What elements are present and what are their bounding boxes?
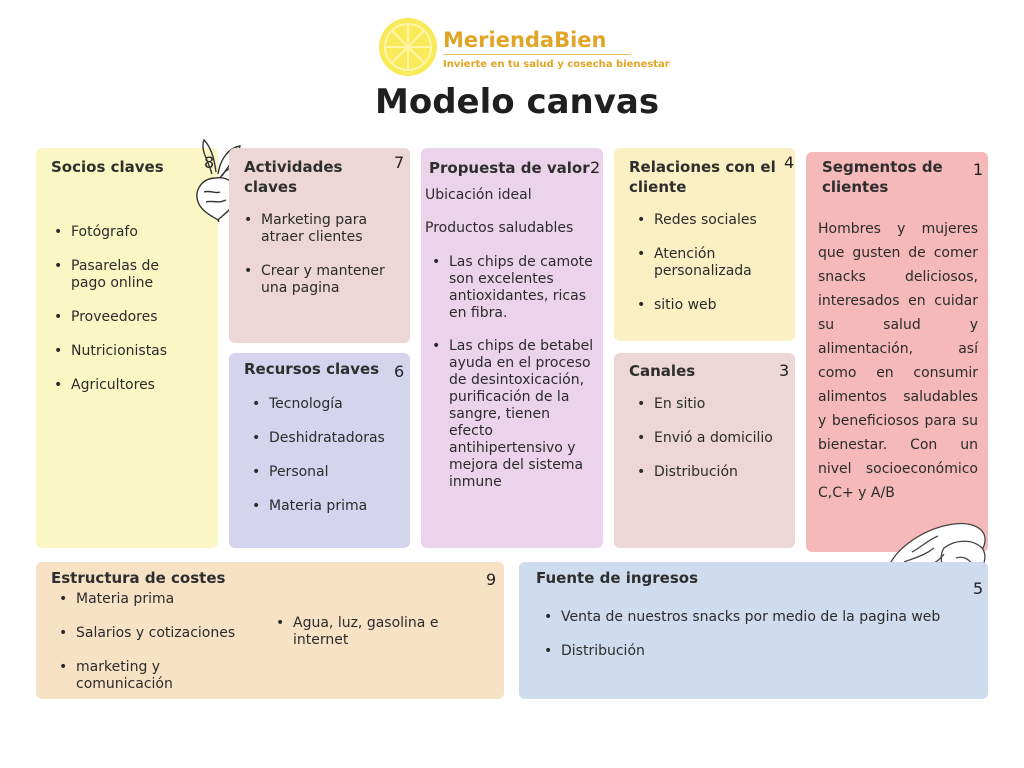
list-item: Fotógrafo — [51, 224, 211, 241]
estructura-costes-list-right: Agua, luz, gasolina e internet — [273, 615, 463, 649]
list-item: Materia prima — [249, 498, 409, 515]
canales-card — [614, 353, 795, 548]
list-item: Redes sociales — [634, 212, 784, 229]
list-item: Deshidratadoras — [249, 430, 409, 447]
list-item: Agua, luz, gasolina e internet — [273, 615, 453, 649]
estructura-costes-title: Estructura de costes — [51, 569, 226, 587]
list-item: Envió a domicilio — [634, 430, 794, 447]
list-item: Las chips de camote son excelentes antio… — [429, 254, 595, 322]
socios-claves-list: Fotógrafo Pasarelas de pago online Prove… — [51, 224, 211, 394]
canales-number: 3 — [779, 361, 790, 380]
list-item: Salarios y cotizaciones — [56, 625, 256, 642]
list-item: Personal — [249, 464, 409, 481]
brand-divider — [443, 54, 631, 55]
list-item: Distribución — [634, 464, 794, 481]
list-item: Las chips de betabel ayuda en el proceso… — [429, 338, 595, 491]
canales-title: Canales — [629, 362, 696, 380]
recursos-claves-number: 6 — [394, 362, 405, 381]
propuesta-de-valor-number: 2 — [590, 158, 601, 177]
estructura-costes-number: 9 — [486, 570, 497, 589]
brand-tagline: Invierte en tu salud y cosecha bienestar — [443, 59, 670, 70]
actividades-claves-number: 7 — [394, 153, 405, 172]
fuente-ingresos-number: 5 — [973, 579, 984, 598]
relaciones-cliente-title: Relaciones con el cliente — [629, 158, 776, 196]
segmentos-clientes-number: 1 — [973, 160, 984, 179]
fuente-ingresos-card — [519, 562, 988, 699]
recursos-claves-card — [229, 353, 410, 548]
propuesta-de-valor-title: Propuesta de valor — [429, 159, 590, 177]
list-item: Distribución — [541, 643, 971, 660]
segmentos-clientes-card — [806, 152, 988, 552]
socios-claves-number: 8 — [204, 153, 215, 172]
recursos-claves-list: Tecnología Deshidratadoras Personal Mate… — [249, 396, 409, 515]
list-item: Proveedores — [51, 309, 211, 326]
actividades-claves-title: Actividades claves — [244, 158, 343, 196]
page-title: Modelo canvas — [375, 82, 660, 122]
list-item: Tecnología — [249, 396, 409, 413]
list-item: Venta de nuestros snacks por medio de la… — [541, 609, 971, 626]
canales-list: En sitio Envió a domicilio Distribución — [634, 396, 794, 481]
recursos-claves-title: Recursos claves — [244, 360, 380, 378]
lemon-slice-icon — [379, 18, 437, 76]
relaciones-cliente-list: Redes sociales Atención personalizada si… — [634, 212, 784, 314]
list-item: Nutricionistas — [51, 343, 211, 360]
relaciones-cliente-number: 4 — [784, 153, 795, 172]
propuesta-line: Ubicación ideal — [425, 187, 532, 203]
list-item: Marketing para atraer clientes — [241, 212, 401, 246]
list-item: Crear y mantener una pagina — [241, 263, 401, 297]
list-item: En sitio — [634, 396, 794, 413]
fuente-ingresos-title: Fuente de ingresos — [536, 569, 699, 587]
actividades-claves-list: Marketing para atraer clientes Crear y m… — [241, 212, 401, 297]
list-item: marketing y comunicación — [56, 659, 206, 693]
list-item: Atención personalizada — [634, 246, 784, 280]
segmentos-clientes-text: Hombres y mujeres que gusten de comer sn… — [818, 221, 978, 501]
propuesta-line: Productos saludables — [425, 220, 574, 236]
list-item: Agricultores — [51, 377, 211, 394]
list-item: Pasarelas de pago online — [51, 258, 181, 292]
fuente-ingresos-list: Venta de nuestros snacks por medio de la… — [541, 609, 971, 660]
segmentos-clientes-title: Segmentos de clientes — [822, 158, 943, 196]
list-item: Materia prima — [56, 591, 256, 608]
estructura-costes-list-left: Materia prima Salarios y cotizaciones ma… — [56, 591, 256, 693]
socios-claves-title: Socios claves — [51, 158, 164, 176]
list-item: sitio web — [634, 297, 784, 314]
brand-name: MeriendaBien — [443, 28, 607, 52]
brand-logo — [378, 17, 438, 77]
propuesta-de-valor-list: Las chips de camote son excelentes antio… — [429, 254, 595, 491]
